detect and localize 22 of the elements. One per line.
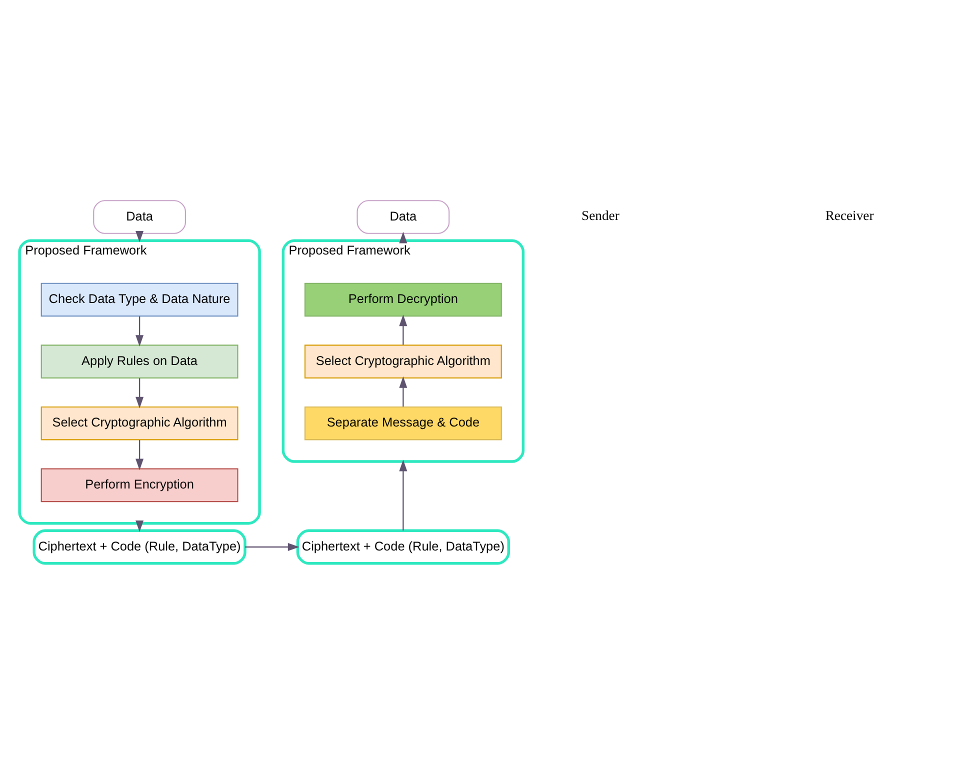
arrow — [399, 376, 408, 406]
arrow — [136, 520, 144, 532]
node-box: Check Data Type & Data Nature — [40, 282, 238, 316]
node-box: Perform Decryption — [304, 282, 502, 316]
node-box: Data — [356, 200, 450, 234]
label: Sender — [582, 208, 620, 223]
node-box: Select Cryptographic Algorithm — [40, 406, 238, 440]
node-box: Apply Rules on Data — [40, 344, 238, 378]
node-box: Select Cryptographic Algorithm — [304, 344, 502, 378]
node-box: Perform Encryption — [40, 468, 238, 502]
arrow — [245, 542, 300, 551]
arrow — [399, 231, 408, 243]
arrow — [136, 316, 144, 346]
arrow — [136, 440, 144, 470]
node-box: Separate Message & Code — [304, 406, 502, 440]
arrow — [399, 314, 408, 344]
label: Receiver — [825, 208, 874, 223]
arrow — [136, 378, 144, 408]
node-box: Ciphertext + Code (Rule, DataType) — [296, 528, 510, 564]
arrow — [399, 459, 408, 530]
arrow — [136, 230, 144, 242]
node-box: Ciphertext + Code (Rule, DataType) — [32, 528, 246, 564]
